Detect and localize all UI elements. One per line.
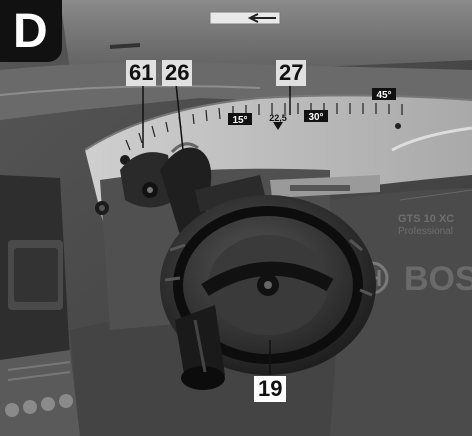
callout-27: 27 bbox=[276, 60, 307, 86]
panel-letter-badge: D bbox=[0, 0, 62, 62]
panel-letter: D bbox=[13, 5, 48, 58]
brand-lettering: BOS bbox=[404, 260, 472, 298]
scale-label-15: 15° bbox=[232, 115, 247, 126]
callout-19: 19 bbox=[254, 376, 287, 402]
scale-label-22-5: 22,5 bbox=[269, 113, 287, 123]
product-line-label: Professional bbox=[398, 226, 453, 237]
callout-26: 26 bbox=[162, 60, 193, 86]
scale-label-45: 45° bbox=[376, 90, 391, 101]
callout-61: 61 bbox=[126, 60, 157, 86]
scale-label-30: 30° bbox=[308, 112, 323, 123]
model-label: GTS 10 XC bbox=[398, 213, 454, 225]
